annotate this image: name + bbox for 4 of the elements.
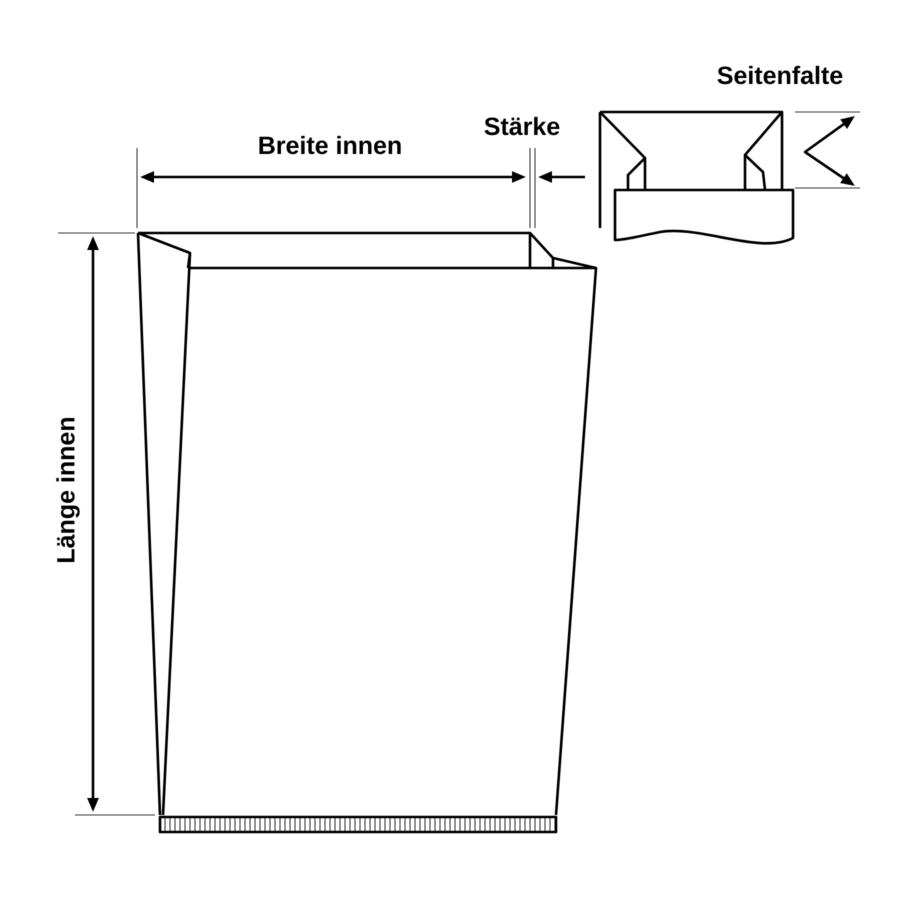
dimension-label: Länge innen [56,418,80,562]
dimension-label: Breite innen [259,136,401,154]
dimension-label: Stärke [484,116,560,136]
dimension-label: Seitenfalte [718,66,842,84]
